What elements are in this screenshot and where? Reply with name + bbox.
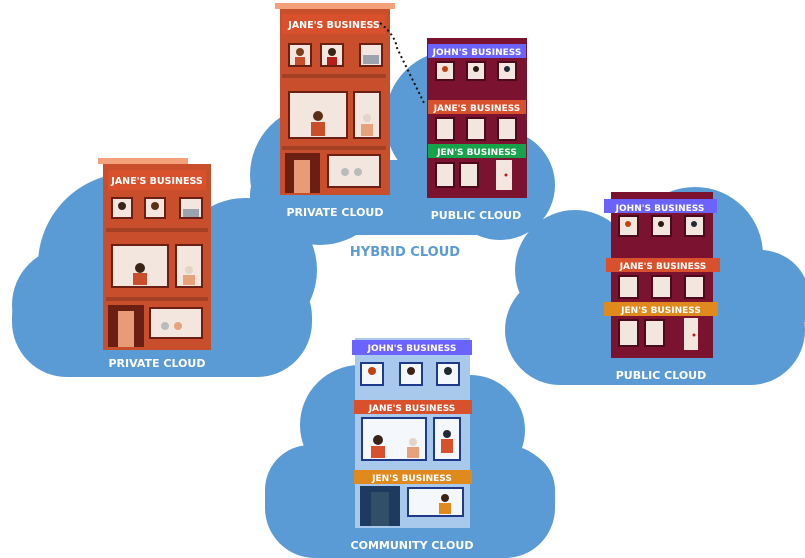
public-cloud-label: PUBLIC CLOUD [616, 369, 707, 382]
public-banner-jane: JANE'S BUSINESS [619, 262, 707, 272]
hybrid-public-banner-john: JOHN'S BUSINESS [432, 48, 522, 58]
community-banner-jane: JANE'S BUSINESS [368, 404, 456, 414]
private-banner: JANE'S BUSINESS [110, 176, 203, 187]
public-banner-john: JOHN'S BUSINESS [615, 204, 705, 214]
hybrid-cloud-title: HYBRID CLOUD [350, 245, 460, 260]
public-building: JOHN'S BUSINESS JANE'S BUSINESS JEN'S BU… [604, 192, 720, 358]
private-building: JANE'S BUSINESS [98, 158, 211, 350]
community-banner-john: JOHN'S BUSINESS [367, 344, 457, 354]
hybrid-public-building: JOHN'S BUSINESS JANE'S BUSINESS JEN'S BU… [427, 38, 527, 198]
hybrid-public-banner-jen: JEN'S BUSINESS [436, 148, 517, 158]
community-cloud-label: COMMUNITY CLOUD [351, 539, 474, 552]
private-cloud-label: PRIVATE CLOUD [108, 357, 205, 370]
community-banner-jen: JEN'S BUSINESS [371, 474, 452, 484]
hybrid-private-banner: JANE'S BUSINESS [287, 20, 380, 31]
hybrid-public-banner-jane: JANE'S BUSINESS [433, 104, 521, 114]
hybrid-public-label: PUBLIC CLOUD [431, 209, 522, 222]
hybrid-private-building: JANE'S BUSINESS [275, 3, 395, 195]
hybrid-connector-line [379, 22, 426, 106]
community-building: JOHN'S BUSINESS JANE'S BUSINESS JEN'S BU… [352, 338, 472, 528]
hybrid-private-label: PRIVATE CLOUD [286, 206, 383, 219]
public-banner-jen: JEN'S BUSINESS [620, 306, 701, 316]
